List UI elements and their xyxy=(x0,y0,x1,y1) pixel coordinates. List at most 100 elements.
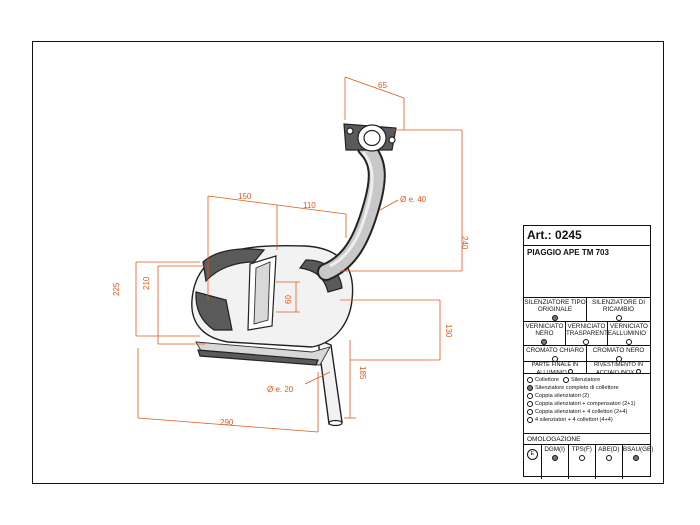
dot-bsau xyxy=(633,454,640,461)
finish-row: VERNICIATO NERO VERNICIATO TRASPARENTE V… xyxy=(524,322,650,346)
dot-vern-allum xyxy=(626,338,632,345)
cell-rivestimento: RIVESTIMENTO IN ACCIAIO INOX xyxy=(587,362,650,376)
dot-vern-trasp xyxy=(583,338,590,345)
cell-abe: ABE(D) xyxy=(596,445,623,479)
label-sil-orig: SILENZIATORE TIPO ORIGINALE xyxy=(524,299,586,313)
dot-abe xyxy=(605,454,612,461)
dim-65: 65 xyxy=(378,81,387,90)
dot-sil-ricambio xyxy=(615,314,622,321)
dot-quattro xyxy=(527,417,533,423)
dot-silenziatore xyxy=(562,377,569,383)
e-mark-icon: E xyxy=(526,449,538,460)
label-dgm: DGM(I) xyxy=(544,446,565,453)
dim-130: 130 xyxy=(444,324,453,338)
article-prefix: Art.: xyxy=(527,228,552,242)
dimension-lines xyxy=(135,76,463,433)
homologation-title: OMOLOGAZIONE xyxy=(527,436,581,443)
dot-parte-finale xyxy=(568,368,574,374)
option-collettore-silenziatore: Collettore Silenziatore xyxy=(527,376,650,384)
cell-e-mark: E xyxy=(524,445,542,479)
cell-tps: TPS(F) xyxy=(569,445,596,479)
silencer-side-panel xyxy=(195,291,233,331)
dim-185: 185 xyxy=(358,366,367,380)
label-abe: ABE(D) xyxy=(598,446,620,453)
inlet-pipe xyxy=(319,141,384,279)
label-parte-finale: PARTE FINALE IN ALLUMINIO xyxy=(531,362,579,376)
flange-bolt-left xyxy=(346,127,354,135)
label-rivestimento: RIVESTIMENTO IN ACCIAIO INOX xyxy=(593,362,643,376)
heat-shield-inner xyxy=(253,261,271,325)
dot-crom-nero xyxy=(615,355,622,362)
dot-rivestimento xyxy=(635,368,641,374)
option-coppia-coll: Coppia silenziatori + 4 collettori (2+4) xyxy=(527,408,650,416)
label-vern-trasp: VERNICIATO TRASPARENTE xyxy=(565,323,613,337)
option-coppia-comp: Coppia silenziatori + compensatori (2+1) xyxy=(527,400,650,408)
dot-coppia-comp xyxy=(527,401,533,407)
article-row: Art.: 0245 xyxy=(524,226,650,246)
cell-vern-trasp: VERNICIATO TRASPARENTE xyxy=(566,322,612,345)
dot-crom-chiaro xyxy=(552,355,558,362)
label-coppia-coll: Coppia silenziatori + 4 collettori (2+4) xyxy=(535,408,628,415)
model-row: PIAGGIO APE TM 703 xyxy=(524,246,650,298)
dim-225: 225 xyxy=(112,282,121,296)
silencer-top-panel xyxy=(202,248,266,283)
homologation-cells: E DGM(I) TPS(F) ABE(D) BSAU(GB) xyxy=(524,444,654,479)
label-crom-chiaro: CROMATO CHIARO xyxy=(526,347,584,354)
options-list: Collettore Silenziatore Silenziatore com… xyxy=(524,374,650,434)
dot-coppia xyxy=(527,393,533,399)
dim-110: 110 xyxy=(303,201,316,210)
tail-pipe-outlet xyxy=(328,419,343,427)
article-number: 0245 xyxy=(555,228,582,242)
dim-240: 240 xyxy=(460,236,469,250)
label-crom-nero: CROMATO NERO xyxy=(592,347,645,354)
label-collettore: Collettore xyxy=(535,376,559,383)
cell-sil-ricambio: SILENZIATORE DI RICAMBIO xyxy=(587,298,650,321)
dim-290: 290 xyxy=(220,418,234,427)
model-name: PIAGGIO APE TM 703 xyxy=(527,248,609,257)
dim-150: 150 xyxy=(238,192,252,201)
flange-bolt-right xyxy=(388,136,396,144)
dot-tps xyxy=(578,454,585,461)
label-quattro: 4 silenziatori + 4 collettori (4+4) xyxy=(535,416,613,423)
label-sil-completo: Silenziatore completo di collettore xyxy=(535,384,619,391)
cell-vern-allum: VERNICIATO ALLUMINIO xyxy=(608,322,650,345)
dot-dgm xyxy=(551,454,558,461)
dot-vern-nero xyxy=(541,338,548,345)
option-quattro: 4 silenziatori + 4 collettori (4+4) xyxy=(527,416,650,424)
option-sil-completo: Silenziatore completo di collettore xyxy=(527,384,650,392)
drawing-frame xyxy=(32,41,664,484)
label-bsau: BSAU(GB) xyxy=(622,446,654,453)
homologation-section: OMOLOGAZIONE E DGM(I) TPS(F) ABE(D) BSAU… xyxy=(524,434,654,479)
cell-sil-orig: SILENZIATORE TIPO ORIGINALE xyxy=(524,298,587,321)
dim-60: 60 xyxy=(284,295,293,304)
base-plate-edge xyxy=(197,349,319,366)
cell-parte-finale: PARTE FINALE IN ALLUMINIO xyxy=(524,362,587,376)
cell-dgm: DGM(I) xyxy=(542,445,569,479)
exhaust-illustration xyxy=(191,123,397,427)
inlet-pipe-highlight xyxy=(329,151,374,268)
label-vern-allum: VERNICIATO ALLUMINIO xyxy=(610,323,648,337)
cell-crom-nero: CROMATO NERO xyxy=(587,346,650,362)
dot-sil-orig xyxy=(552,314,558,321)
label-coppia-comp: Coppia silenziatori + compensatori (2+1) xyxy=(535,400,636,407)
silencer-type-row: SILENZIATORE TIPO ORIGINALE SILENZIATORE… xyxy=(524,298,650,322)
dimension-labels: 65 150 110 Ø e. 40 240 225 210 60 130 Ø … xyxy=(112,81,469,427)
chrome-row: CROMATO CHIARO CROMATO NERO xyxy=(524,346,650,362)
product-data-sheet: Art.: 0245 PIAGGIO APE TM 703 SILENZIATO… xyxy=(523,225,654,479)
label-tps: TPS(F) xyxy=(571,446,592,453)
inlet-port xyxy=(363,129,381,147)
cell-crom-chiaro: CROMATO CHIARO xyxy=(524,346,587,362)
label-coppia: Coppia silenziatori (2) xyxy=(535,392,590,399)
label-silenziatore: Silenziatore xyxy=(570,376,601,383)
dot-coppia-coll xyxy=(527,409,533,415)
cell-bsau: BSAU(GB) xyxy=(622,445,654,479)
dot-collettore xyxy=(527,377,533,383)
cell-vern-nero: VERNICIATO NERO xyxy=(524,322,566,345)
dim-dia-20: Ø e. 20 xyxy=(267,385,294,394)
dot-sil-completo xyxy=(527,385,533,391)
dim-210: 210 xyxy=(142,276,151,290)
material-row: PARTE FINALE IN ALLUMINIO RIVESTIMENTO I… xyxy=(524,362,650,376)
label-vern-nero: VERNICIATO NERO xyxy=(525,323,564,337)
label-sil-ricambio: SILENZIATORE DI RICAMBIO xyxy=(592,299,645,313)
